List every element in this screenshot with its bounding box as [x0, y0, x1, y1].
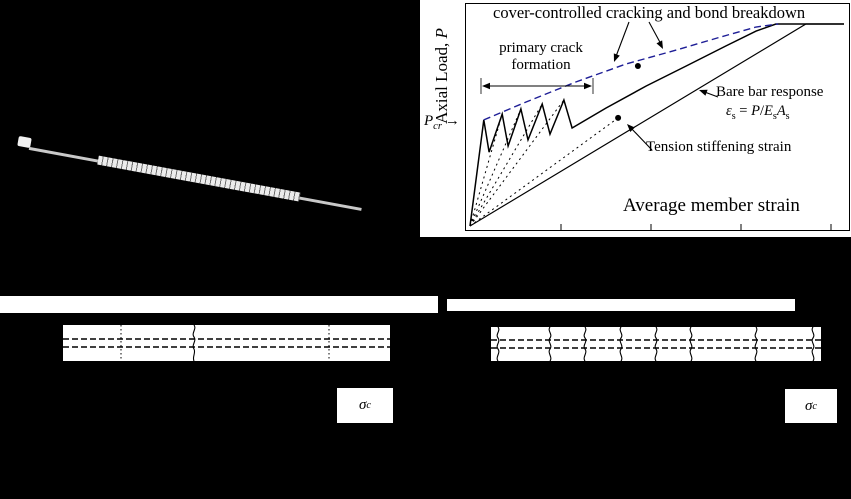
chart-annotation-layer: [480, 21, 832, 230]
arrowhead-icon: [482, 82, 490, 90]
annotation-bare-bar: Bare bar response: [716, 84, 824, 100]
secant-line-3: [469, 99, 565, 227]
specimen-gauge-markings: [97, 155, 301, 202]
annotation-tension-stiffening: Tension stiffening strain: [646, 139, 792, 155]
specimen-bar-left-segment: [28, 146, 99, 163]
member-a-elevation: [62, 324, 391, 362]
crack-line: [619, 326, 623, 362]
pcr-arrow-icon: →: [444, 113, 460, 129]
y-axis-label-variable: P: [432, 28, 451, 39]
data-marker-0: [615, 114, 622, 121]
tension-stiffening-arrow: [629, 126, 653, 151]
crack-line: [496, 326, 500, 362]
plot-area: [465, 3, 850, 231]
member-b-top-strip: [447, 299, 795, 311]
crack-line: [583, 326, 587, 362]
annotation-cover-cracking: cover-controlled cracking and bond break…: [493, 3, 806, 22]
load-strain-plot: [469, 21, 844, 230]
member-a-top-strip: [0, 296, 438, 313]
crack-line: [754, 326, 758, 362]
crack-line: [811, 326, 815, 362]
pcr-label: Pcr→: [424, 113, 460, 132]
series-cracking-envelope: [483, 23, 779, 121]
crack-line: [689, 326, 693, 362]
secant-line-1: [469, 108, 522, 227]
specimen-bar-right-segment: [299, 196, 362, 211]
arrowhead-icon: [613, 53, 620, 62]
secant-line-4: [469, 117, 619, 227]
data-marker-1: [634, 63, 641, 69]
annotation-bare-bar-equation: εs = P/EsAs: [726, 103, 790, 122]
arrowhead-icon: [584, 82, 592, 90]
series-member-response: [469, 23, 844, 227]
annotation-primary-crack-line1: primary crack: [499, 40, 583, 56]
series-bare-bar: [469, 23, 844, 227]
crack-line: [548, 326, 552, 362]
x-axis-label: Average member strain: [623, 195, 800, 216]
secant-line-2: [469, 103, 543, 227]
cover-cracking-arrow-1: [614, 21, 630, 60]
pcr-subscript: cr: [433, 121, 442, 132]
crack-line: [654, 326, 658, 362]
member-b-elevation: [490, 326, 822, 362]
load-strain-chart-panel: Axial Load, P Pcr→ cover-controlled crac…: [420, 0, 851, 237]
arrowhead-icon: [699, 89, 708, 96]
crack-line: [192, 324, 196, 362]
y-axis-label-text: Axial Load,: [432, 38, 451, 124]
chart-series-layer: [469, 23, 844, 227]
arrowhead-icon: [627, 124, 635, 132]
pcr-symbol: P: [424, 113, 434, 129]
member-b-drawing: [491, 326, 821, 362]
annotation-primary-crack-line2: formation: [511, 57, 571, 74]
tension-specimen-photo: [28, 143, 362, 214]
member-a-drawing: [63, 324, 390, 362]
arrowhead-icon: [656, 40, 663, 49]
